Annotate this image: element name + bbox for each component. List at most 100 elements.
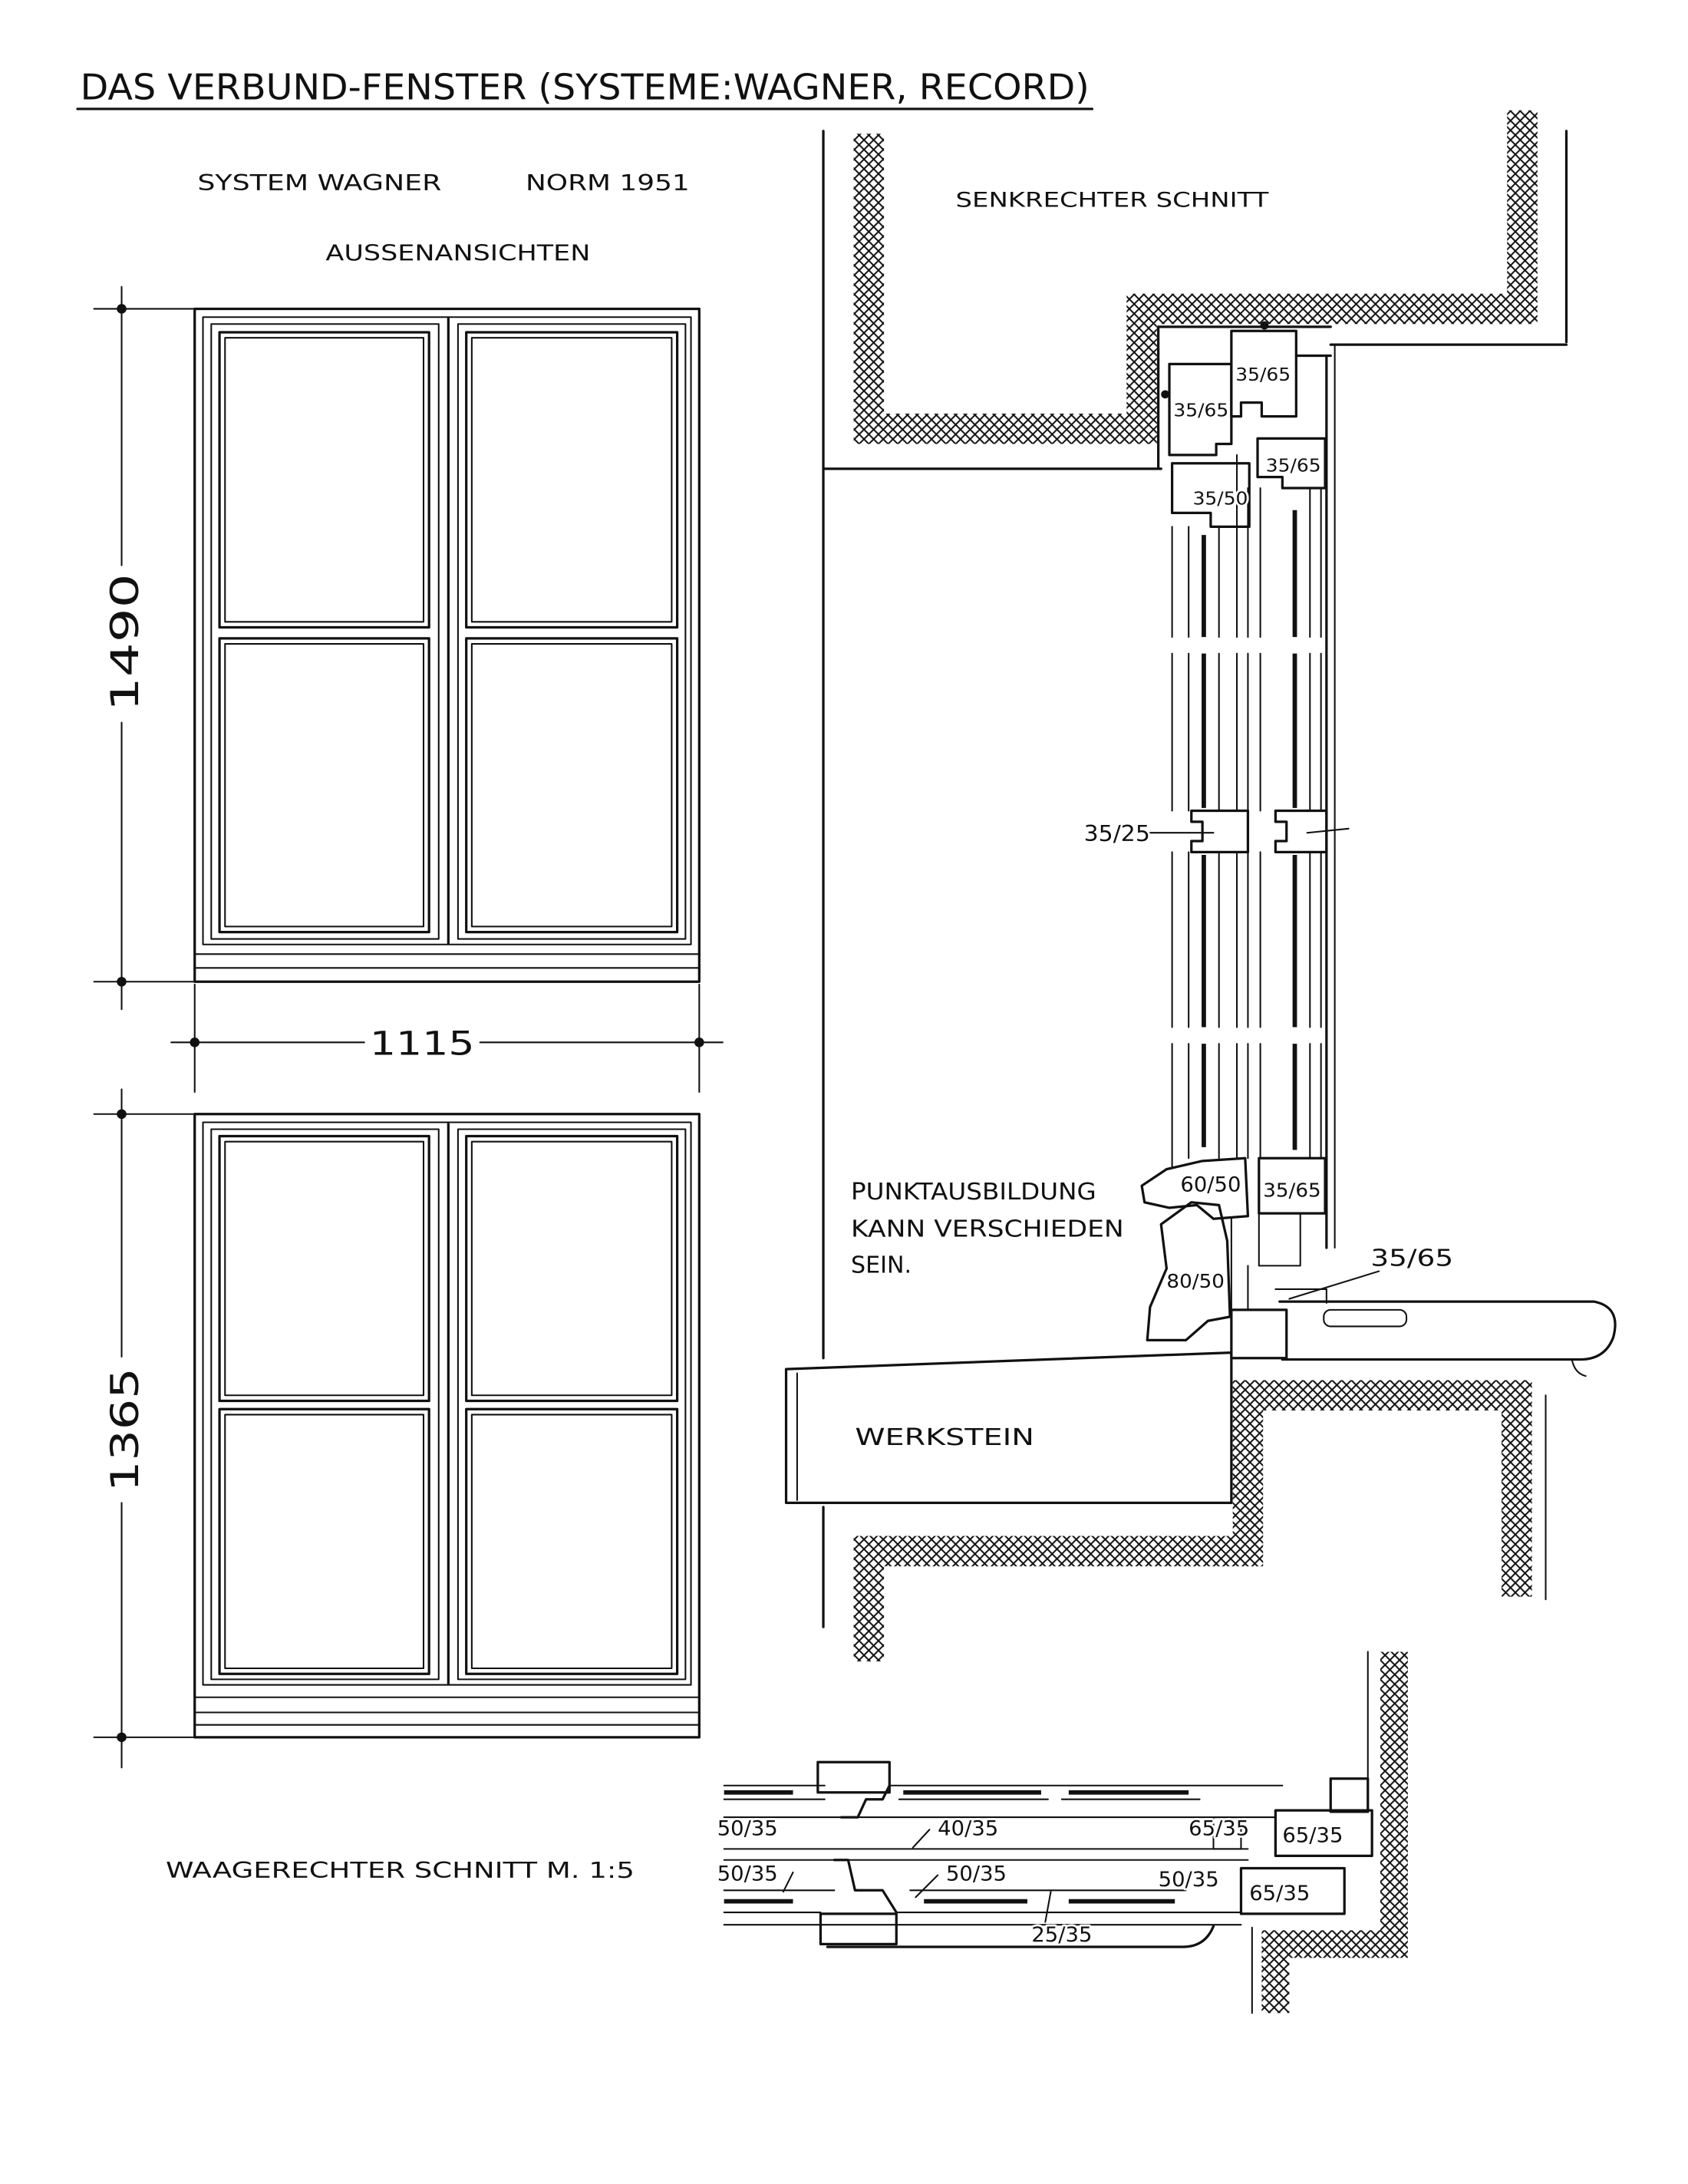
lower-window-inner-frame [202,1121,692,1686]
hs-label-inner-mullion: 50/35 [946,1862,1007,1886]
horizontal-section-heading: WAAGERECHTER SCHNITT M. 1:5 [166,1857,635,1883]
werkstein-stone-sill [784,1351,1233,1505]
note-line-3: SEIN. [851,1252,912,1278]
note-line-2: KANN VERSCHIEDEN [851,1216,1124,1243]
upper-window-right-sash [457,323,687,940]
hs-inner-sash-stepped-profile [832,1859,898,1914]
window-pane [218,331,430,629]
dimension-tick-dot [117,304,127,314]
inner-sash-top-rail [1256,437,1327,490]
hs-frame-top-block [1329,1777,1370,1813]
elevation-dimensions: 1490 1115 1365 [93,285,724,1769]
profile-label-glazing-top: 35/50 [1193,488,1248,510]
frame-bottom-lines [1230,1218,1327,1311]
hs-sash-side-profile [1212,1816,1242,1850]
elevation-views: SYSTEM WAGNER NORM 1951 AUSSENANSICHTEN [93,170,724,1769]
vertical-section: SENKRECHTER SCHNITT [784,110,1617,1662]
inner-sash-stile-lines [1247,487,1322,1160]
hs-top-block [816,1760,891,1794]
hs-leader-lines [782,1829,1052,1923]
outer-sash-bottom-rail [1140,1156,1250,1220]
window-pane-inner [470,1140,673,1397]
profile-label-frame-sill: 80/50 [1166,1270,1224,1292]
lower-height-dimension-line [93,1088,196,1769]
window-pane-inner [470,337,673,623]
profile-label-head: 35/65 [1235,364,1291,385]
upper-window-elevation [193,307,701,983]
jamb-wall-lines [1251,1651,1369,2014]
hs-label-inner-side: 50/35 [1159,1868,1219,1892]
window-pane-inner [224,1140,425,1397]
window-pane-inner [224,643,425,928]
horizontal-section: WAAGERECHTER SCHNITT M. 1:5 50/35 40/35 … [166,1651,1408,2014]
horizontal-section-profile-lines [723,1784,1284,1926]
page-title: DAS VERBUND-FENSTER (SYSTEME:WAGNER, REC… [81,67,1090,108]
lower-height-dimension-label: 1365 [102,1367,147,1492]
window-pane-inner [224,337,425,623]
window-pane [218,1407,430,1675]
window-pane [218,637,430,934]
window-pane [465,637,679,934]
jamb-masonry-hatch [1261,1651,1408,2014]
interior-window-board [1278,1300,1617,1361]
width-dimension-label: 1115 [370,1024,475,1063]
dimension-tick-dot [117,976,127,987]
window-pane [218,1134,430,1403]
window-pane [465,331,679,629]
lintel-masonry-hatch [853,110,1538,444]
vertical-section-heading: SENKRECHTER SCHNITT [956,189,1270,213]
upper-window-inner-frame [202,316,692,945]
hs-label-outer-mullion: 40/35 [938,1816,998,1840]
inner-sash-bottom-profile [1258,1212,1301,1267]
head-frame-profile [1230,329,1297,418]
hs-label-frame-lower: 65/35 [1249,1882,1310,1905]
dimension-tick-dot [117,1732,127,1743]
title-block: DAS VERBUND-FENSTER (SYSTEME:WAGNER, REC… [76,67,1094,111]
horizontal-section-glass [724,1790,1189,1904]
elevation-heading: AUSSENANSICHTEN [325,240,590,266]
upper-window-outer-frame [193,307,701,983]
dimension-tick-dot [190,1038,200,1047]
fixing-point [1260,321,1269,330]
lower-window-right-sash [457,1128,687,1681]
dimension-tick-dot [117,1109,127,1120]
dimension-tick-dot [694,1038,704,1047]
upper-height-dimension-line [93,285,196,1011]
note-line-1: PUNKTAUSBILDUNG [851,1179,1096,1206]
frame-bottom-block [1230,1308,1288,1360]
hs-frame-profile-lower [1239,1866,1346,1915]
lower-window-outer-frame [193,1113,701,1739]
upper-window-left-sash [210,323,440,940]
sill-leader-line [1288,1270,1380,1300]
window-pane [465,1407,679,1675]
hs-bottom-block [819,1912,898,1945]
lower-window-elevation [193,1113,701,1739]
hs-bottom-bead [826,1925,1215,1948]
outer-sash-transom-rail [1190,809,1250,853]
window-pane-inner [470,1414,673,1670]
profile-label-frame-bottom: 35/65 [1370,1245,1453,1272]
system-label: SYSTEM WAGNER [197,170,441,196]
lower-window-left-sash [210,1128,440,1681]
upper-height-dimension-label: 1490 [102,573,147,711]
profile-label-outer-top: 35/65 [1173,400,1228,421]
outer-sash-stile-lines [1171,454,1238,1168]
hs-frame-profile-upper [1274,1809,1373,1857]
window-board-drip [1571,1358,1587,1377]
head-frame [1157,325,1332,1249]
hs-label-outer-side: 65/35 [1189,1816,1249,1840]
profile-label-inner-top: 35/65 [1266,454,1321,476]
parapet-masonry-hatch [853,1380,1532,1662]
fixing-point [1161,390,1170,399]
profile-label-transom: 35/25 [1084,820,1150,846]
hs-label-inner-stile: 50/35 [717,1862,778,1886]
inner-sash-transom-rail [1274,809,1328,853]
profile-label-outer-bottom: 60/50 [1180,1173,1241,1196]
frame-sill-profile [1146,1201,1231,1342]
hs-label-frame-upper: 65/35 [1282,1823,1343,1847]
window-pane-inner [470,643,673,928]
transom-leader-line [1149,827,1350,834]
outer-sash-top-rail [1168,362,1233,457]
